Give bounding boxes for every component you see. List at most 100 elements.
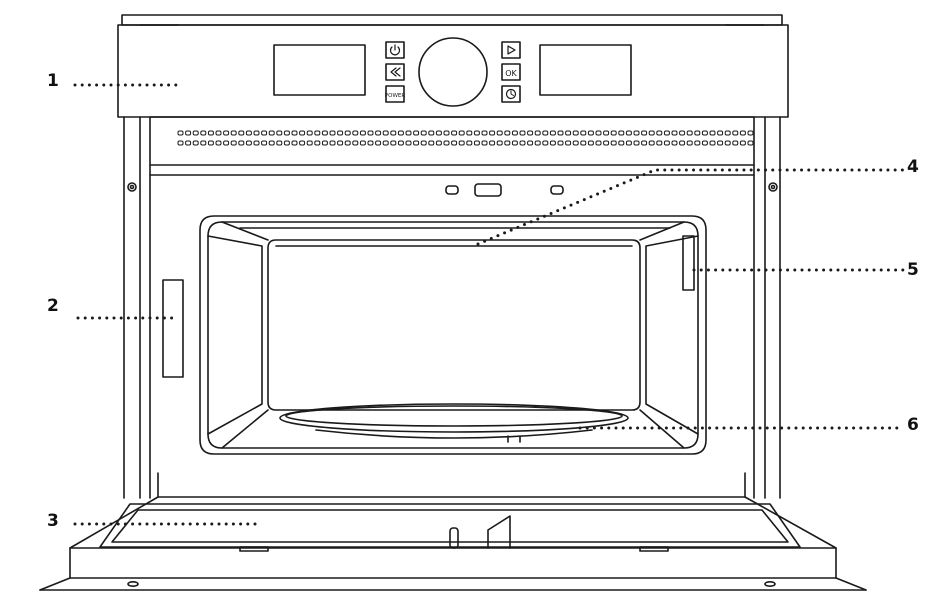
vent-slot	[435, 130, 442, 136]
ok-button[interactable]	[501, 63, 521, 81]
right-display	[539, 44, 632, 96]
vent-slot	[724, 140, 731, 146]
vent-slot	[276, 130, 283, 136]
vent-slot	[671, 130, 678, 136]
vent-slot	[428, 140, 435, 146]
vent-slot	[694, 140, 701, 146]
turntable	[279, 403, 629, 443]
vent-slot	[717, 140, 724, 146]
callout-1: 1	[47, 71, 59, 91]
vent-slot	[276, 140, 283, 146]
vent-slot	[299, 130, 306, 136]
vent-slot	[671, 140, 678, 146]
vent-slot	[603, 130, 610, 136]
vent-slot	[306, 130, 313, 136]
vent-slot	[595, 140, 602, 146]
vent-slot	[344, 130, 351, 136]
vent-slot	[481, 140, 488, 146]
ok-button-label: OK	[505, 69, 517, 78]
vent-slot	[375, 130, 382, 136]
vent-slot	[557, 130, 564, 136]
vent-slot	[375, 140, 382, 146]
power-level-button[interactable]	[385, 85, 405, 103]
vent-slot	[633, 140, 640, 146]
rewind-icon[interactable]	[385, 63, 405, 81]
callout-5: 5	[907, 260, 919, 280]
vent-slot	[321, 140, 328, 146]
vent-slot	[656, 140, 663, 146]
vent-slot	[603, 140, 610, 146]
vent-slot	[572, 140, 579, 146]
vent-slot	[549, 140, 556, 146]
cavity-sensors	[445, 183, 564, 197]
vent-slot	[504, 140, 511, 146]
vent-slot	[527, 140, 534, 146]
play-icon[interactable]	[501, 41, 521, 59]
vent-slot	[420, 140, 427, 146]
vent-slot	[701, 130, 708, 136]
vent-slot	[694, 130, 701, 136]
vent-slot	[245, 130, 252, 136]
vent-slot	[352, 140, 359, 146]
vent-slot	[511, 130, 518, 136]
vent-slot	[663, 140, 670, 146]
control-knob[interactable]	[418, 37, 488, 107]
vent-slot	[496, 130, 503, 136]
vent-slot	[565, 130, 572, 136]
vent-slot	[192, 130, 199, 136]
vent-slot	[192, 140, 199, 146]
vent-slot	[549, 130, 556, 136]
left-display	[273, 44, 366, 96]
vent-slot	[230, 130, 237, 136]
vent-slot	[215, 140, 222, 146]
vent-slot	[641, 130, 648, 136]
vent-slot	[641, 140, 648, 146]
power-icon[interactable]	[385, 41, 405, 59]
oven-cavity	[199, 215, 707, 455]
vent-slot	[185, 130, 192, 136]
waveguide-cover	[682, 235, 695, 291]
vent-slot	[382, 140, 389, 146]
vent-slot	[306, 140, 313, 146]
vent-slot	[223, 130, 230, 136]
vent-slot	[580, 140, 587, 146]
callout-4: 4	[907, 157, 919, 177]
vent-slot	[367, 130, 374, 136]
vent-slot	[405, 140, 412, 146]
vent-slot	[451, 130, 458, 136]
vent-slot	[390, 140, 397, 146]
vent-slot	[679, 140, 686, 146]
vent-slot	[542, 140, 549, 146]
vent-slot	[359, 130, 366, 136]
vent-slot	[337, 130, 344, 136]
vent-slot	[709, 140, 716, 146]
vent-slot	[618, 140, 625, 146]
vent-slot	[534, 140, 541, 146]
vent-slot	[200, 140, 207, 146]
vent-slot	[314, 130, 321, 136]
vent-slot	[200, 130, 207, 136]
vent-slot	[359, 140, 366, 146]
vent-slot	[458, 130, 465, 136]
oven-body	[123, 116, 781, 499]
vent-slot	[321, 130, 328, 136]
rating-plate	[162, 279, 184, 378]
vent-slot	[397, 140, 404, 146]
vent-slot	[268, 130, 275, 136]
top-trim	[121, 14, 783, 26]
vent-slot	[390, 130, 397, 136]
vent-slot	[534, 130, 541, 136]
power-button-label: POWER	[385, 93, 406, 99]
vent-slot	[230, 140, 237, 146]
vent-slot	[443, 140, 450, 146]
vent-slot	[185, 140, 192, 146]
clock-icon[interactable]	[501, 85, 521, 103]
vent-slot	[215, 130, 222, 136]
vent-slot	[557, 140, 564, 146]
vent-slot	[519, 140, 526, 146]
vent-slot	[496, 140, 503, 146]
open-door	[39, 496, 867, 591]
vent-slot	[663, 130, 670, 136]
vent-slot	[519, 130, 526, 136]
